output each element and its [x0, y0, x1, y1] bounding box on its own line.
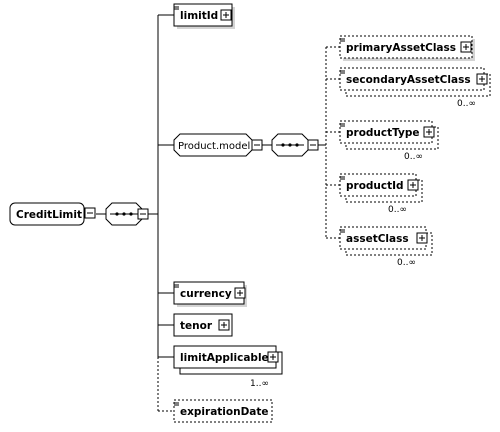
- collapse-icon[interactable]: [307, 139, 319, 151]
- element-secondaryassetclass[interactable]: secondaryAssetClass 0..∞: [339, 67, 491, 109]
- expand-icon[interactable]: [416, 232, 428, 244]
- element-label: limitId: [180, 10, 218, 22]
- root-label: CreditLimit: [16, 209, 82, 221]
- cardinality-label: 0..∞: [397, 258, 416, 268]
- element-label: secondaryAssetClass: [346, 74, 471, 86]
- collapse-icon[interactable]: [84, 207, 96, 219]
- cardinality-label: 1..∞: [250, 379, 269, 389]
- element-label: currency: [180, 288, 232, 300]
- expand-icon[interactable]: [407, 179, 419, 191]
- cardinality-label: 0..∞: [388, 205, 407, 215]
- element-label: productId: [346, 180, 404, 192]
- sequence-compositor: [271, 133, 319, 157]
- expand-icon[interactable]: [220, 9, 232, 21]
- expand-icon[interactable]: [218, 319, 230, 331]
- element-productid[interactable]: productId 0..∞: [339, 173, 423, 215]
- element-label: tenor: [180, 320, 213, 332]
- element-expirationdate[interactable]: expirationDate: [173, 399, 273, 423]
- expand-icon[interactable]: [460, 41, 472, 53]
- element-currency[interactable]: currency: [173, 281, 247, 307]
- collapse-icon[interactable]: [137, 208, 149, 220]
- group-product-model[interactable]: Product.model: [173, 133, 263, 157]
- expand-icon[interactable]: [234, 287, 246, 299]
- element-assetclass[interactable]: assetClass 0..∞: [339, 226, 433, 268]
- cardinality-label: 0..∞: [457, 99, 476, 109]
- element-limitapplicable[interactable]: limitApplicable 1..∞: [173, 345, 283, 389]
- collapse-icon[interactable]: [251, 139, 263, 151]
- element-label: expirationDate: [180, 406, 269, 418]
- element-label: limitApplicable: [180, 352, 269, 364]
- element-tenor[interactable]: tenor: [173, 313, 233, 337]
- element-producttype[interactable]: productType 0..∞: [339, 120, 439, 162]
- root-element-creditlimit[interactable]: CreditLimit: [9, 202, 96, 226]
- expand-icon[interactable]: [423, 126, 435, 138]
- expand-icon[interactable]: [476, 73, 488, 85]
- group-label: Product.model: [178, 141, 250, 152]
- element-label: primaryAssetClass: [346, 42, 456, 54]
- element-primaryassetclass[interactable]: primaryAssetClass: [339, 35, 475, 61]
- element-limitid[interactable]: limitId: [173, 3, 235, 29]
- element-label: productType: [346, 127, 420, 139]
- element-label: assetClass: [346, 233, 409, 245]
- sequence-compositor: [105, 202, 149, 226]
- cardinality-label: 0..∞: [404, 152, 423, 162]
- expand-icon[interactable]: [267, 351, 279, 363]
